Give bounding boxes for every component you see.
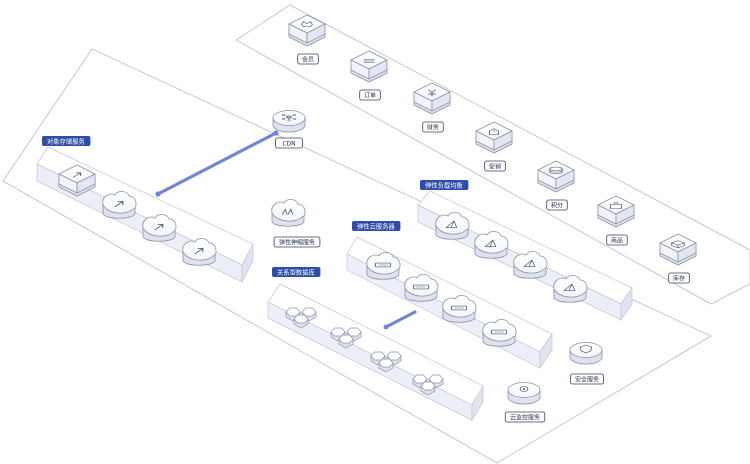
business-label-1-text: 会员 xyxy=(302,55,314,63)
business-label-6: 商品 xyxy=(606,234,628,246)
monitor-label: 云监控服务 xyxy=(504,411,546,423)
security-label: 安全服务 xyxy=(570,373,605,385)
load-balancer-title-text: 弹性负载均衡 xyxy=(425,180,463,189)
monitor-node xyxy=(507,382,541,405)
business-label-5-text: 积分 xyxy=(551,201,563,209)
business-label-3: 财务 xyxy=(422,121,444,133)
elastic-scaling-node xyxy=(271,198,306,227)
database-node-2 xyxy=(330,327,362,349)
load-balancer-title: 弹性负载均衡 xyxy=(420,180,469,190)
server-icon xyxy=(412,284,430,290)
upload-icon xyxy=(194,248,204,254)
object-storage-title-text: 对象存储服务 xyxy=(47,136,85,145)
yen-icon xyxy=(428,89,436,97)
database-node-1 xyxy=(285,307,317,329)
upload-icon xyxy=(72,172,82,178)
business-node-6 xyxy=(597,195,635,228)
nodes-layer xyxy=(58,14,697,405)
upload-icon xyxy=(154,224,164,230)
upload-icon xyxy=(114,201,124,207)
sail-icon xyxy=(523,259,536,267)
cdn-connector-dot xyxy=(273,130,279,136)
database-node-4 xyxy=(412,374,444,396)
cdn-label-text: CDN xyxy=(282,140,295,147)
database-connector-dot xyxy=(383,324,389,330)
cloud-server-node-2 xyxy=(404,273,439,302)
coins-icon xyxy=(549,166,563,174)
tag-icon xyxy=(489,128,499,135)
cdn-node xyxy=(272,110,306,133)
business-node-5 xyxy=(537,160,575,193)
scale-icon xyxy=(281,208,294,215)
storage-to-cdn-connector xyxy=(156,131,278,196)
elastic-scaling-label-text: 弹性伸缩服务 xyxy=(279,238,315,246)
business-label-6-text: 商品 xyxy=(611,236,623,244)
business-label-4-text: 促销 xyxy=(489,162,501,170)
box-icon xyxy=(671,240,685,249)
business-node-1 xyxy=(288,14,326,47)
business-node-2 xyxy=(350,50,388,83)
load-balancer-node-1 xyxy=(435,211,470,240)
load-balancer-node-2 xyxy=(474,230,509,259)
elastic-scaling-label: 弹性伸缩服务 xyxy=(273,236,321,248)
server-icon xyxy=(374,262,392,268)
cloud-server-title: 弹性云服务器 xyxy=(352,221,401,231)
object-storage-node-2 xyxy=(102,190,137,219)
database-node-3 xyxy=(370,351,402,373)
security-node xyxy=(569,342,603,365)
monitor-icon xyxy=(519,386,529,392)
list-icon xyxy=(363,59,375,63)
object-storage-title: 对象存储服务 xyxy=(42,136,91,146)
shield-icon xyxy=(579,344,593,354)
business-label-7-text: 库存 xyxy=(673,274,685,282)
network-icon xyxy=(281,114,297,122)
bag-icon xyxy=(610,202,622,209)
object-storage-node-4 xyxy=(182,237,217,266)
business-label-3-text: 财务 xyxy=(427,123,439,131)
database-title-text: 关系型数据库 xyxy=(277,267,315,276)
security-label-text: 安全服务 xyxy=(575,375,599,383)
object-storage-node-1 xyxy=(58,164,96,197)
business-node-4 xyxy=(475,121,513,154)
crown-icon xyxy=(301,21,313,27)
business-node-3 xyxy=(413,82,451,115)
cloud-server-node-3 xyxy=(442,294,477,323)
business-label-5: 积分 xyxy=(546,199,568,211)
cloud-server-node-1 xyxy=(366,251,401,280)
server-icon xyxy=(490,329,508,335)
database-title: 关系型数据库 xyxy=(272,267,321,277)
storage-connector-dot xyxy=(155,191,161,197)
load-balancer-node-3 xyxy=(513,250,548,279)
business-node-7 xyxy=(659,233,697,266)
monitor-label-text: 云监控服务 xyxy=(510,413,540,421)
cloud-server-node-4 xyxy=(482,318,517,347)
object-storage-node-3 xyxy=(142,213,177,242)
server-icon xyxy=(450,305,468,311)
business-label-1: 会员 xyxy=(297,53,319,65)
sail-icon xyxy=(445,220,458,228)
business-label-2-text: 订单 xyxy=(364,91,376,99)
cdn-label: CDN xyxy=(275,137,303,149)
cloud-server-title-text: 弹性云服务器 xyxy=(357,221,395,230)
sail-icon xyxy=(484,239,497,247)
business-label-2: 订单 xyxy=(359,89,381,101)
business-label-7: 库存 xyxy=(668,272,690,284)
business-label-4: 促销 xyxy=(484,160,506,172)
sail-icon xyxy=(563,283,576,291)
database-to-server-connector xyxy=(384,310,417,329)
load-balancer-node-4 xyxy=(553,274,588,303)
